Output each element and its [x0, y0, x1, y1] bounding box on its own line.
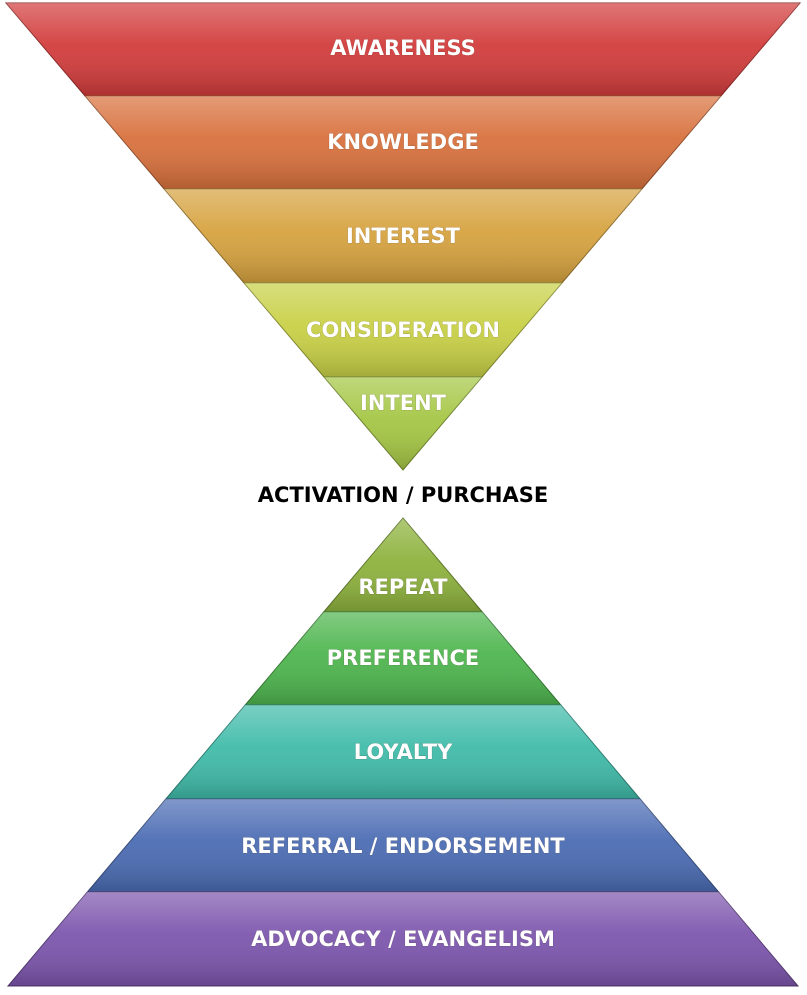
pyramid-tier-shading	[245, 612, 561, 705]
pyramid-tier-repeat: REPEAT	[322, 517, 484, 613]
pyramid-tier-loyalty: LOYALTY	[164, 704, 642, 800]
pyramid-tier-label: ADVOCACY / EVANGELISM	[251, 927, 555, 951]
funnel-tier-interest: INTEREST	[163, 188, 643, 284]
pyramid-tier-label: LOYALTY	[354, 740, 453, 764]
pyramid-tier-label: PREFERENCE	[327, 646, 479, 670]
funnel-tier-label: AWARENESS	[330, 36, 476, 60]
funnel-tier-consideration: CONSIDERATION	[242, 282, 564, 378]
loyalty-pyramid: REPEAT PREFERENCE LOYALTY REFERRAL / ENDORS…	[6, 517, 800, 987]
pyramid-tier-preference: PREFERENCE	[244, 611, 562, 706]
funnel-tier-label: KNOWLEDGE	[327, 130, 479, 154]
funnel-tier-shading	[164, 189, 642, 283]
pyramid-tier-shading	[165, 705, 641, 799]
funnel-tier-shading	[85, 96, 721, 189]
funnel-tier-shading	[323, 377, 483, 470]
funnel-tier-intent: INTENT	[322, 376, 484, 471]
pyramid-tier-shading	[87, 799, 719, 892]
activation-purchase-label: ACTIVATION / PURCHASE	[258, 483, 548, 507]
funnel-tier-label: INTENT	[360, 391, 447, 415]
pyramid-tier-advocacy-evangelism: ADVOCACY / EVANGELISM	[6, 891, 800, 987]
pyramid-tier-shading	[323, 518, 483, 612]
funnel-tier-label: INTEREST	[346, 224, 461, 248]
funnel-tier-label: CONSIDERATION	[306, 318, 500, 342]
pyramid-tier-referral-endorsement: REFERRAL / ENDORSEMENT	[86, 798, 720, 893]
funnel-tier-awareness: AWARENESS	[4, 2, 802, 97]
funnel-tier-shading	[6, 3, 800, 96]
funnel-tier-knowledge: KNOWLEDGE	[83, 95, 723, 190]
pyramid-tier-label: REPEAT	[358, 575, 448, 599]
pyramid-tier-label: REFERRAL / ENDORSEMENT	[241, 834, 565, 858]
pyramid-tier-shading	[8, 892, 798, 986]
funnel-tier-shading	[244, 283, 562, 377]
awareness-funnel: AWARENESS KNOWLEDGE INTEREST CONSIDERATION I…	[4, 2, 802, 471]
